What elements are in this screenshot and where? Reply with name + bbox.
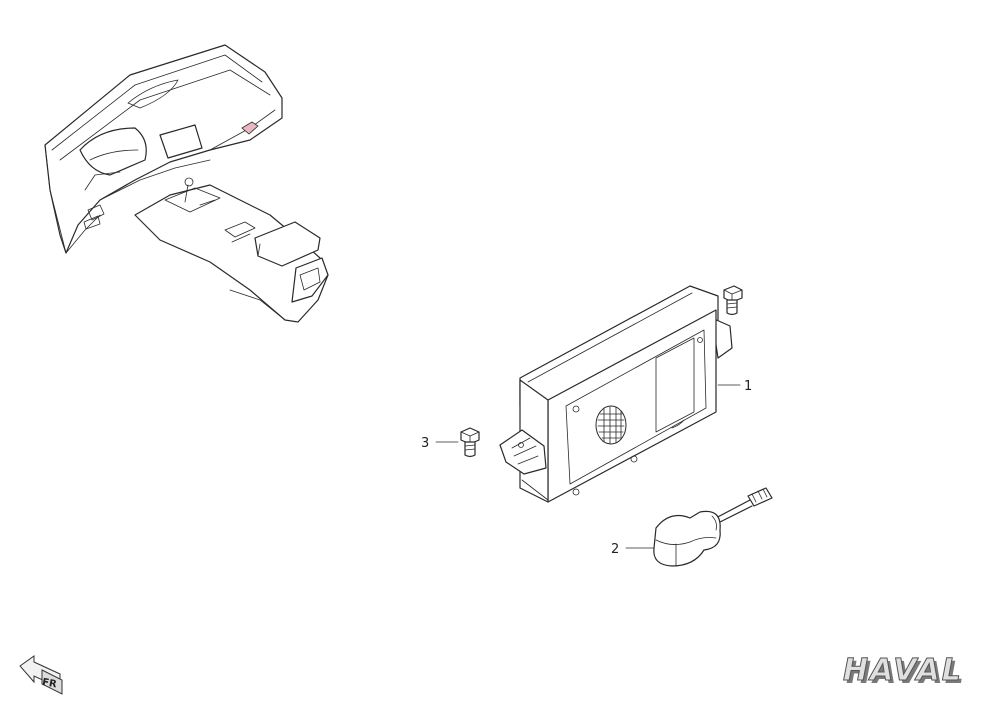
callout-1: 1 bbox=[744, 379, 752, 394]
haval-logo-text: HAVAL bbox=[843, 653, 963, 688]
callout-2: 2 bbox=[611, 542, 619, 557]
fr-label: FR bbox=[41, 677, 58, 690]
front-direction-marker: FR bbox=[19, 655, 63, 695]
bolt-upper bbox=[723, 285, 743, 316]
module-location-highlight bbox=[241, 121, 259, 135]
control-module: 1 bbox=[499, 285, 752, 503]
callout-3: 3 bbox=[421, 436, 429, 451]
battery-pack-part-2: 2 bbox=[611, 487, 773, 567]
bolt-part-3: 3 bbox=[421, 427, 480, 458]
haval-logo-shadow: HAVAL bbox=[846, 656, 966, 691]
haval-logo: HAVAL HAVAL bbox=[843, 653, 966, 692]
speaker-grille-icon bbox=[595, 405, 627, 445]
dashboard-console-overview bbox=[44, 44, 329, 323]
